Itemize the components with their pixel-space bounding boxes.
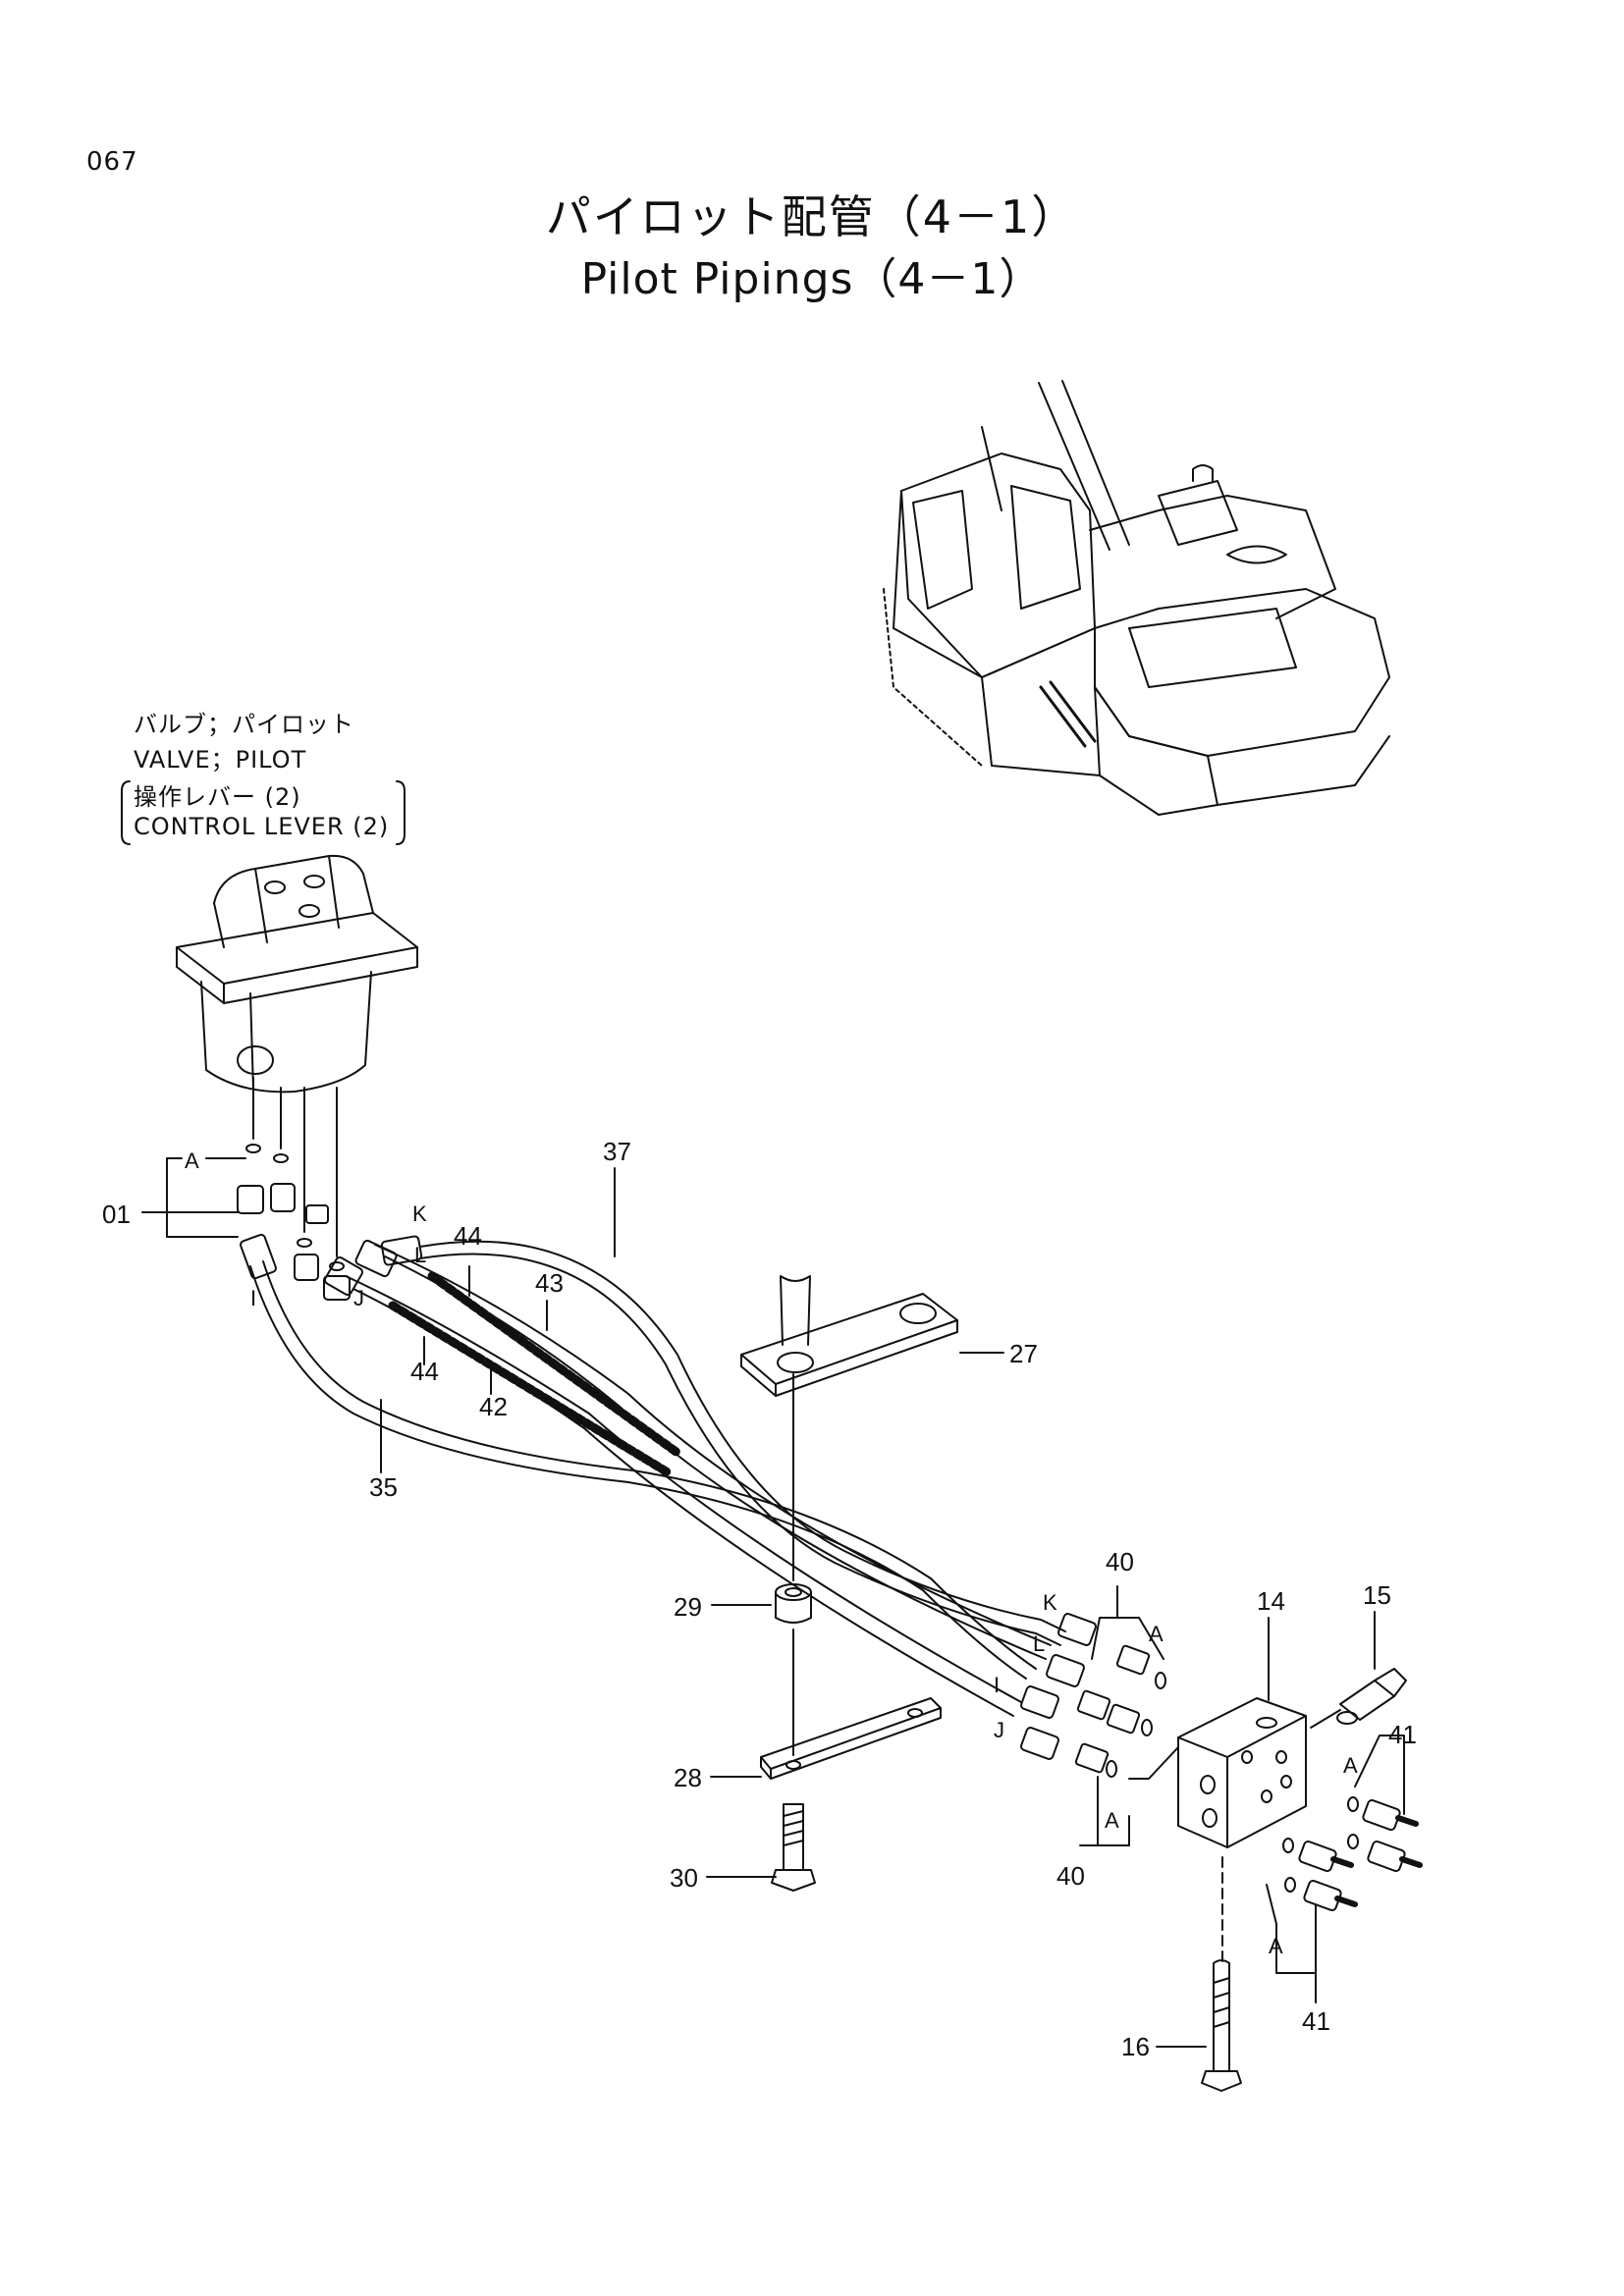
callout-40: 40	[1056, 1861, 1085, 1891]
pressure-switch	[1310, 1668, 1407, 1729]
o-ring	[1347, 1796, 1359, 1812]
callout-44: 44	[454, 1221, 482, 1251]
pilot-valve-body	[176, 854, 418, 1094]
callout-30: 30	[670, 1863, 698, 1893]
o-ring	[1347, 1834, 1359, 1849]
bracket-40-bottom	[1079, 1776, 1130, 1846]
hose-tag-l: L	[1033, 1631, 1045, 1656]
hose-35	[249, 1265, 1027, 1680]
callout-27: 27	[1009, 1339, 1038, 1368]
bracket-a	[166, 1157, 246, 1238]
callout-44: 44	[410, 1357, 439, 1386]
valve-port-lines	[252, 1077, 338, 1257]
excavator-overview	[883, 380, 1390, 816]
leader-line	[1128, 1746, 1179, 1780]
clamp-bolt	[771, 1803, 816, 1892]
hose-tag-i: I	[994, 1673, 1000, 1697]
clamp-plate-lower	[760, 1697, 942, 1780]
valve-label-jp: バルブ；パイロット	[134, 711, 354, 738]
o-ring	[1282, 1838, 1294, 1853]
callout-14: 14	[1257, 1586, 1285, 1616]
callout-37: 37	[603, 1137, 631, 1166]
valve-label-en: VALVE；PILOT	[134, 746, 307, 774]
o-ring	[297, 1238, 312, 1248]
page-number: 067	[86, 147, 138, 177]
o-ring	[1155, 1672, 1166, 1689]
valve-block	[1177, 1697, 1307, 1848]
callout-42: 42	[479, 1392, 508, 1421]
o-ring	[329, 1261, 345, 1271]
elbow-fitting	[237, 1183, 351, 1301]
bracket-40-top	[1091, 1585, 1164, 1660]
callout-16: 16	[1121, 2032, 1150, 2061]
callout-28: 28	[674, 1763, 702, 1792]
callout-41: 41	[1302, 2006, 1330, 2036]
o-ring	[1284, 1877, 1296, 1893]
control-lever-label-en: CONTROL LEVER (2)	[134, 813, 390, 840]
bracket-tag-a: A	[1105, 1808, 1119, 1833]
hose-43	[374, 1244, 1052, 1660]
callout-15: 15	[1363, 1580, 1391, 1610]
hose-tag-i: I	[250, 1286, 256, 1310]
hose-end-fittings-right	[1020, 1613, 1097, 1760]
bracket-tag-a: A	[185, 1148, 199, 1173]
bracket-41-top	[1354, 1735, 1405, 1815]
hose-37	[419, 1240, 1066, 1632]
control-lever-label-jp: 操作レバー (2)	[134, 783, 301, 811]
hose-tag-j: J	[994, 1718, 1004, 1742]
clamp-spacer	[775, 1583, 812, 1624]
adapter-41	[1298, 1798, 1423, 1912]
o-ring	[1106, 1760, 1117, 1778]
hose-tag-l: L	[414, 1243, 426, 1267]
label-bracket-left	[121, 780, 131, 845]
callout-43: 43	[535, 1268, 564, 1298]
clamp-plate-upper	[740, 1275, 958, 1397]
hose-tag-k: K	[412, 1201, 427, 1226]
callout-01: 01	[102, 1200, 131, 1229]
page-title-japanese: パイロット配管（4－1）	[545, 190, 1079, 243]
callout-29: 29	[674, 1592, 702, 1622]
connector-40	[1074, 1644, 1151, 1774]
bracket-tag-a: A	[1269, 1934, 1283, 1958]
hose-tag-j: J	[353, 1286, 364, 1310]
o-ring	[273, 1153, 289, 1163]
hose-37-edge	[419, 1253, 1061, 1646]
o-ring	[245, 1144, 261, 1153]
callout-35: 35	[369, 1472, 398, 1502]
bracket-tag-a: A	[1343, 1753, 1358, 1778]
label-bracket-right	[396, 780, 406, 845]
callout-40: 40	[1106, 1547, 1134, 1576]
bracket-41-bottom	[1266, 1884, 1317, 2003]
callout-41: 41	[1388, 1720, 1417, 1749]
o-ring	[1141, 1719, 1153, 1736]
hose-42	[345, 1275, 1022, 1717]
bracket-tag-a: A	[1149, 1622, 1164, 1646]
hose-tag-k: K	[1043, 1590, 1057, 1615]
page-title-english: Pilot Pipings（4－1）	[580, 254, 1044, 304]
mounting-bolt	[1201, 1959, 1242, 2092]
